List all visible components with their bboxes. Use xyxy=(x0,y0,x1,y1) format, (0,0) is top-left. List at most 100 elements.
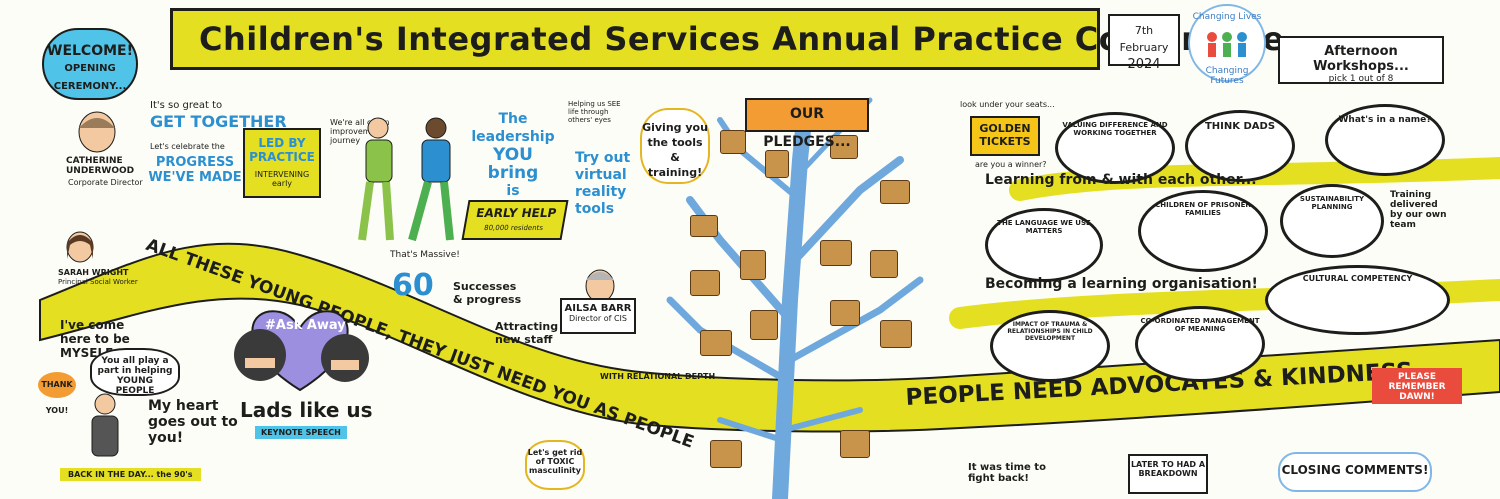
vr-line1: Try out xyxy=(575,150,631,166)
catherine-portrait xyxy=(68,108,126,154)
early-help-title: EARLY HELP xyxy=(474,206,558,220)
vr-line4: tools xyxy=(575,201,615,217)
toxic-masculinity-bubble: Let's get rid of TOXIC masculinity xyxy=(525,440,585,490)
ailsa-name-box: AILSA BARR Director of CIS xyxy=(560,298,636,334)
workshop-trauma[interactable]: IMPACT OF TRAUMA & RELATIONSHIPS IN CHIL… xyxy=(990,310,1110,382)
please-remember-box: PLEASE REMEMBER DAWN! xyxy=(1372,368,1462,404)
led-by-practice: LED BY PRACTICE xyxy=(249,136,315,164)
keynote-badge: KEYNOTE SPEECH xyxy=(255,426,347,439)
attracting-staff: Attracting new staff xyxy=(495,320,559,346)
fight-back: It was time to fight back! xyxy=(968,462,1046,484)
tools-line1: Giving you xyxy=(642,121,708,134)
pledge-tag xyxy=(710,440,742,468)
workshop-label: CULTURAL COMPETENCY xyxy=(1302,274,1413,283)
afternoon-sub: pick 1 out of 8 xyxy=(1328,74,1394,84)
pledge-tag xyxy=(830,300,860,326)
leadership-line2: YOU bring xyxy=(487,145,539,183)
pledge-tag xyxy=(750,310,778,340)
pledge-tag xyxy=(870,250,898,278)
play-part-bubble: You all play a part in helping YOUNG PEO… xyxy=(90,348,180,396)
ailsa-name: AILSA BARR xyxy=(564,303,632,314)
leadership-line1: The leadership xyxy=(471,111,555,145)
title-banner: Children's Integrated Services Annual Pr… xyxy=(170,8,1284,70)
workshop-valuing-difference[interactable]: VALUING DIFFERENCE AND WORKING TOGETHER xyxy=(1055,112,1175,184)
pledge-tag xyxy=(840,430,870,458)
workshop-label: THE LANGUAGE WE USE MATTERS xyxy=(997,219,1091,235)
improvement-journey: We're all on an improvement journey xyxy=(330,118,390,145)
workshop-language[interactable]: THE LANGUAGE WE USE MATTERS xyxy=(985,208,1103,282)
vr-line3: reality xyxy=(575,184,627,200)
our-pledges-banner: OUR PLEDGES... xyxy=(745,98,869,150)
pledge-tag xyxy=(830,135,858,159)
workshop-label: CHILDREN OF PRISONER FAMILIES xyxy=(1155,201,1251,217)
workshop-prisoner-families[interactable]: CHILDREN OF PRISONER FAMILIES xyxy=(1138,190,1268,272)
sixty-stat: 60 xyxy=(392,268,434,303)
logo-bottom-text: Changing Futures xyxy=(1205,66,1249,86)
pledge-tag xyxy=(820,240,852,266)
get-together: GET TOGETHER xyxy=(150,112,287,131)
sarah-role: Principal Social Worker xyxy=(58,278,138,286)
afternoon-title: Afternoon Workshops... xyxy=(1313,44,1409,74)
becoming-text: Becoming a learning organisation! xyxy=(985,276,1258,292)
lads-heart-illustration xyxy=(234,310,369,392)
date-year: 2024 xyxy=(1127,57,1161,72)
catherine-role: Corporate Director xyxy=(68,178,143,187)
afternoon-workshops-box: Afternoon Workshops... pick 1 out of 8 xyxy=(1278,36,1444,84)
workshop-cultural-competency[interactable]: CULTURAL COMPETENCY xyxy=(1265,265,1450,335)
logo-figures xyxy=(1190,22,1264,66)
sash-relational-depth: WITH RELATIONAL DEPTH xyxy=(600,372,716,381)
remember-line2: DAWN! xyxy=(1399,392,1435,402)
intervening-early: INTERVENING early xyxy=(254,170,310,188)
pledge-tag xyxy=(880,180,910,204)
successes-progress: Successes & progress xyxy=(453,280,522,306)
vr-text: Try out virtual reality tools xyxy=(575,150,630,218)
workshop-label: THINK DADS xyxy=(1204,121,1276,132)
vr-line2: virtual xyxy=(575,167,627,183)
workshop-sustainability[interactable]: SUSTAINABILITY PLANNING xyxy=(1280,184,1384,258)
workshop-label: CO-ORDINATED MANAGEMENT OF MEANING xyxy=(1140,317,1260,333)
catherine-name: CATHERINE UNDERWOOD xyxy=(66,156,135,176)
welcome-bubble: WELCOME! OPENING CEREMONY... xyxy=(42,28,138,100)
pledge-tag xyxy=(690,270,720,296)
great-text: It's so great to xyxy=(150,100,223,111)
tools-line2: the tools xyxy=(647,136,703,149)
changing-lives-logo: Changing Lives Changing Futures xyxy=(1188,4,1266,86)
remember-line1: PLEASE REMEMBER xyxy=(1388,372,1446,392)
progress-made: PROGRESS WE'VE MADE xyxy=(148,155,242,185)
pledge-tag xyxy=(720,130,746,154)
workshop-think-dads[interactable]: THINK DADS xyxy=(1185,110,1295,182)
speaker-face-icon xyxy=(585,269,615,303)
golden-tickets: GOLDEN TICKETS xyxy=(970,116,1040,156)
sarah-name: SARAH WRIGHT xyxy=(58,268,129,277)
massive-text: That's Massive! xyxy=(390,250,460,260)
breakdown-box: LATER TO HAD A BREAKDOWN xyxy=(1128,454,1208,494)
date-box: 7th February 2024 xyxy=(1108,14,1180,72)
askaway-hashtag: #Ask Away xyxy=(265,318,346,333)
golden-sub: are you a winner? xyxy=(975,160,1047,169)
pledge-tag xyxy=(690,215,718,237)
presenter-figure xyxy=(91,393,119,457)
people-icon xyxy=(1207,32,1247,57)
opening-ceremony: OPENING CEREMONY... xyxy=(53,63,127,92)
workshop-label: VALUING DIFFERENCE AND WORKING TOGETHER xyxy=(1062,121,1168,137)
closing-comments: CLOSING COMMENTS! xyxy=(1278,452,1432,492)
ailsa-role: Director of CIS xyxy=(569,314,627,323)
welcome-text: WELCOME! xyxy=(47,43,133,59)
pledge-tag xyxy=(740,250,766,280)
back-in-the-day: BACK IN THE DAY... the 90's xyxy=(60,468,201,481)
walking-figures-illustration xyxy=(358,117,454,242)
workshop-coordinated[interactable]: CO-ORDINATED MANAGEMENT OF MEANING xyxy=(1135,306,1265,382)
tools-training-bubble: Giving you the tools & training! xyxy=(640,108,710,184)
speaker-face-icon xyxy=(78,111,116,153)
workshop-label: SUSTAINABILITY PLANNING xyxy=(1299,195,1365,211)
vr-intro: Helping us SEE life through others' eyes xyxy=(568,100,621,124)
led-by-practice-box: LED BY PRACTICE INTERVENING early xyxy=(243,128,321,198)
celebrate-text: Let's celebrate the xyxy=(150,142,225,151)
speaker-face-icon xyxy=(66,231,94,263)
thank-you-bubble: THANK YOU! xyxy=(38,372,76,415)
training-own-team: Training delivered by our own team xyxy=(1390,190,1447,230)
learning-text: Learning from & with each other... xyxy=(985,172,1257,188)
workshop-label: What's in a name? xyxy=(1338,115,1432,125)
early-help-platform: EARLY HELP 80,000 residents xyxy=(461,200,569,240)
workshop-whats-in-a-name[interactable]: What's in a name? xyxy=(1325,104,1445,176)
